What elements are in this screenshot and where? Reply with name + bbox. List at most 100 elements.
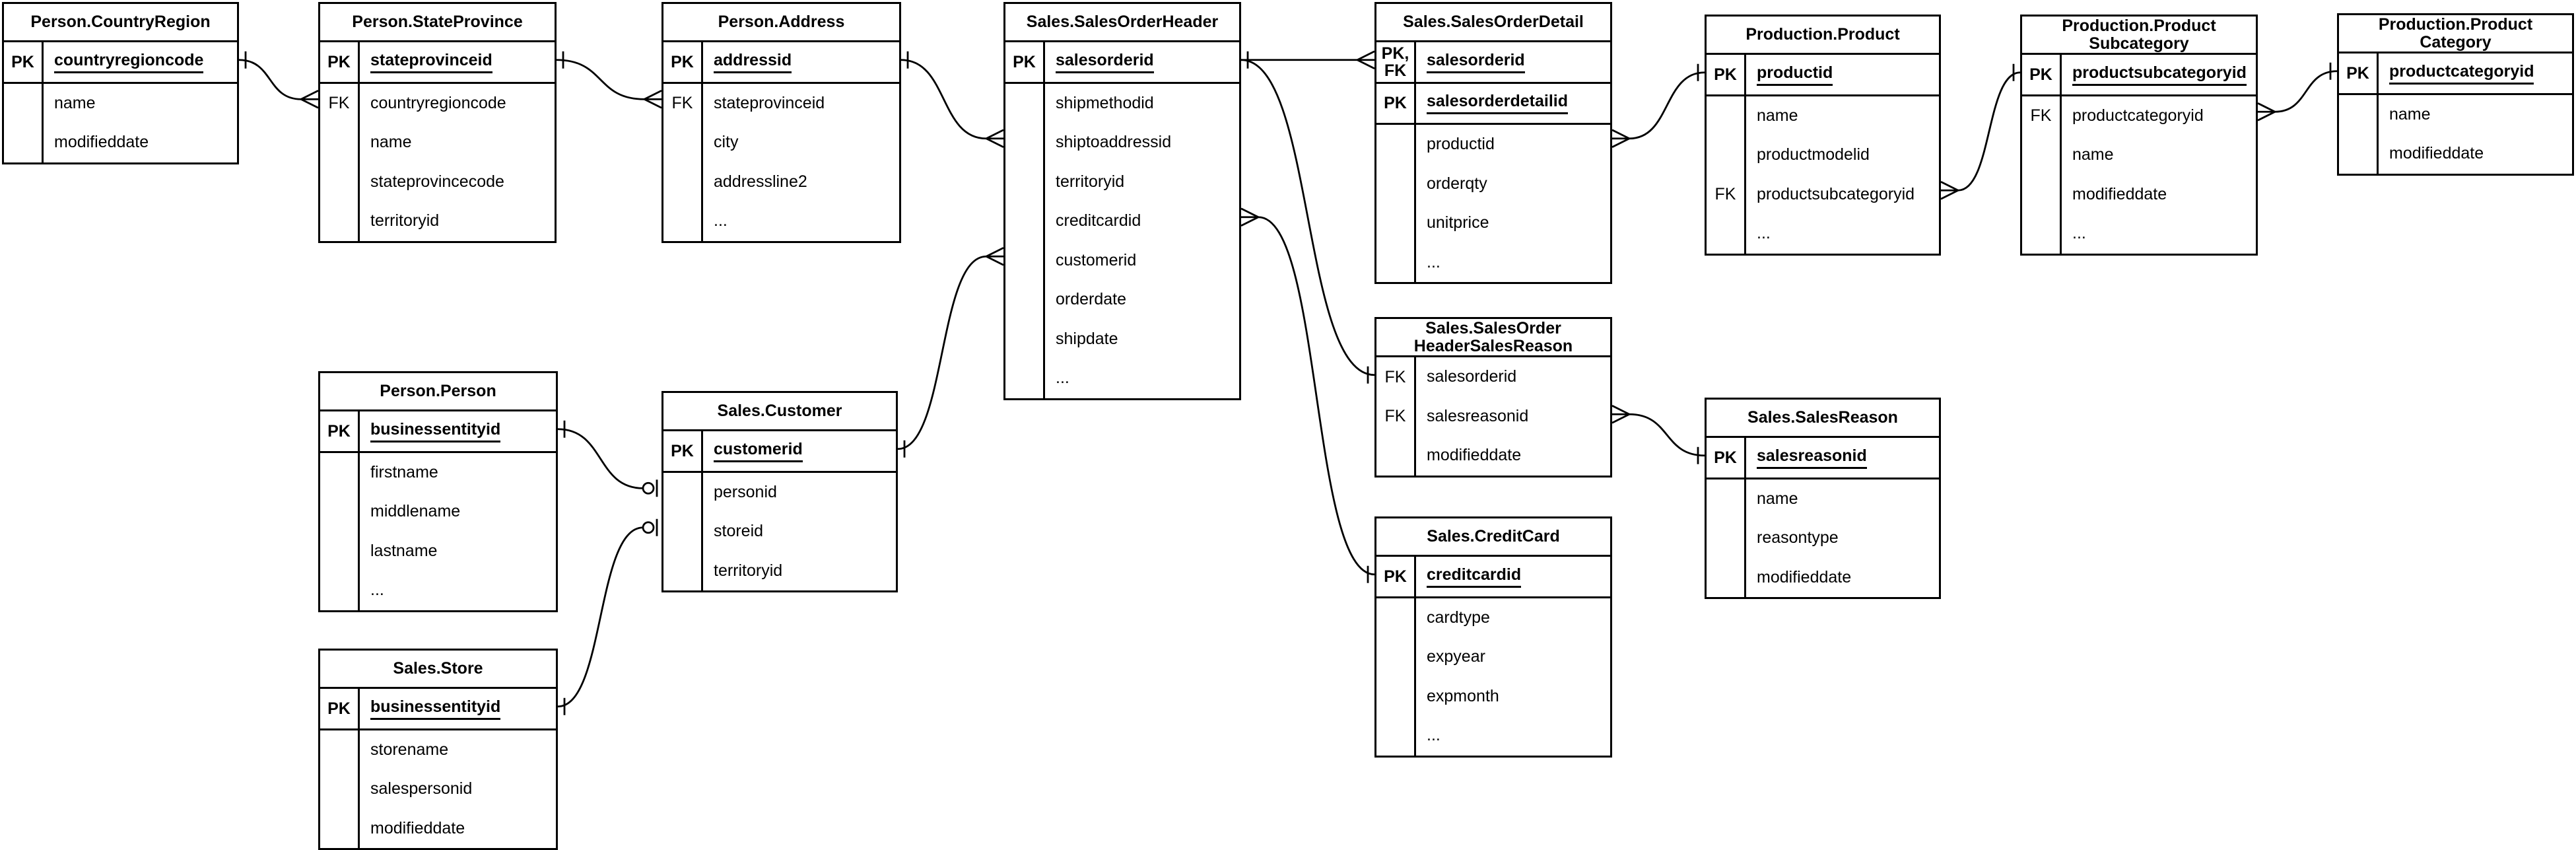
entity-row-territoryid[interactable]: territoryid: [663, 551, 896, 590]
key-label: [2339, 94, 2379, 134]
entity-row-ellipsis[interactable]: ...: [1005, 359, 1239, 398]
entity-row-reasontype[interactable]: reasontype: [1707, 518, 1939, 558]
entity-row-modifieddate[interactable]: modifieddate: [320, 808, 556, 848]
entity-row-ellipsis[interactable]: ...: [1707, 214, 1939, 254]
entity-row-expmonth[interactable]: expmonth: [1376, 676, 1610, 716]
entity-row-modifieddate[interactable]: modifieddate: [1376, 436, 1610, 476]
entity-row-storename[interactable]: storename: [320, 730, 556, 769]
entity-row-customerid[interactable]: customerid: [1005, 240, 1239, 280]
entity-row-unitprice[interactable]: unitprice: [1376, 203, 1610, 243]
entity-row-name[interactable]: name: [4, 83, 237, 123]
entity-row-creditcardid[interactable]: creditcardid: [1005, 201, 1239, 241]
entity-row-expyear[interactable]: expyear: [1376, 637, 1610, 677]
entity-row-territoryid[interactable]: territoryid: [1005, 162, 1239, 201]
relationship-edge-person-customer[interactable]: [557, 420, 658, 497]
entity-row-cardtype[interactable]: cardtype: [1376, 598, 1610, 637]
entity-row-storeid[interactable]: storeid: [663, 512, 896, 551]
entity-title-line: Production.Product: [1746, 25, 1900, 44]
entity-row-name[interactable]: name: [2022, 135, 2256, 175]
relationship-edge-salesorderheader-salesorderdetail[interactable]: [1241, 50, 1375, 70]
entity-row-ellipsis[interactable]: ...: [2022, 214, 2256, 254]
relationship-edge-product-productsubcategory[interactable]: [1940, 63, 2021, 200]
entity-row-personid[interactable]: personid: [663, 472, 896, 512]
relationship-edge-salesorderheader-creditcard[interactable]: [1240, 207, 1375, 583]
entity-row-productmodelid[interactable]: productmodelid: [1707, 135, 1939, 175]
relationship-edge-store-customer[interactable]: [557, 518, 658, 715]
entity-row-name[interactable]: name: [1707, 96, 1939, 135]
entity-row-shipdate[interactable]: shipdate: [1005, 319, 1239, 359]
column-name: cardtype: [1427, 608, 1490, 627]
entity-row-ellipsis[interactable]: ...: [663, 201, 899, 241]
entity-row-lastname[interactable]: lastname: [320, 531, 556, 571]
entity-row-middlename[interactable]: middlename: [320, 492, 556, 532]
relationship-edge-stateprovince-address[interactable]: [556, 51, 662, 109]
entity-row-modifieddate[interactable]: modifieddate: [4, 123, 237, 162]
entity-row-shiptoaddressid[interactable]: shiptoaddressid: [1005, 123, 1239, 162]
entity-row-stateprovincecode[interactable]: stateprovincecode: [320, 162, 555, 201]
relationship-edge-address-salesorderheader[interactable]: [900, 51, 1004, 149]
entity-row-productid[interactable]: productid: [1376, 125, 1610, 164]
entity-row-name[interactable]: name: [2339, 94, 2572, 134]
relationship-edge-salesorderdetail-product[interactable]: [1611, 63, 1705, 149]
relationship-edge-salesorderheader-sohsr[interactable]: [1240, 59, 1375, 384]
column-name: salesreasonid: [1427, 406, 1529, 425]
entity-row-orderqty[interactable]: orderqty: [1376, 164, 1610, 203]
relationship-edge-productsubcategory-productcategory[interactable]: [2257, 62, 2338, 122]
entity-row-modifieddate[interactable]: modifieddate: [2339, 134, 2572, 174]
entity-row-ellipsis[interactable]: ...: [1376, 242, 1610, 282]
entity-row-ellipsis[interactable]: ...: [320, 571, 556, 610]
relationship-edge-customer-salesorderheader[interactable]: [897, 246, 1004, 458]
entity-row-name[interactable]: name: [1707, 479, 1939, 518]
relationship-edge-countryregion-stateprovince[interactable]: [238, 51, 319, 109]
entity-row-shipmethodid[interactable]: shipmethodid: [1005, 83, 1239, 123]
entity-row-addressline2[interactable]: addressline2: [663, 162, 899, 201]
relationship-edge-sohsr-salesreason[interactable]: [1611, 404, 1705, 464]
entity-row-territoryid[interactable]: territoryid: [320, 201, 555, 241]
entity-row-ellipsis[interactable]: ...: [1376, 716, 1610, 756]
key-label: [320, 531, 360, 571]
column-name: ...: [1427, 252, 1441, 271]
entity-row-modifieddate[interactable]: modifieddate: [1707, 557, 1939, 597]
entity-row-modifieddate[interactable]: modifieddate: [2022, 174, 2256, 214]
entity-row-city[interactable]: city: [663, 123, 899, 162]
entity-row-firstname[interactable]: firstname: [320, 452, 556, 492]
entity-title: Sales.SalesOrderHeader: [1005, 4, 1239, 42]
entity-row-salespersonid[interactable]: salespersonid: [320, 769, 556, 809]
entity-row-orderdate[interactable]: orderdate: [1005, 280, 1239, 320]
entity-row-name[interactable]: name: [320, 123, 555, 162]
